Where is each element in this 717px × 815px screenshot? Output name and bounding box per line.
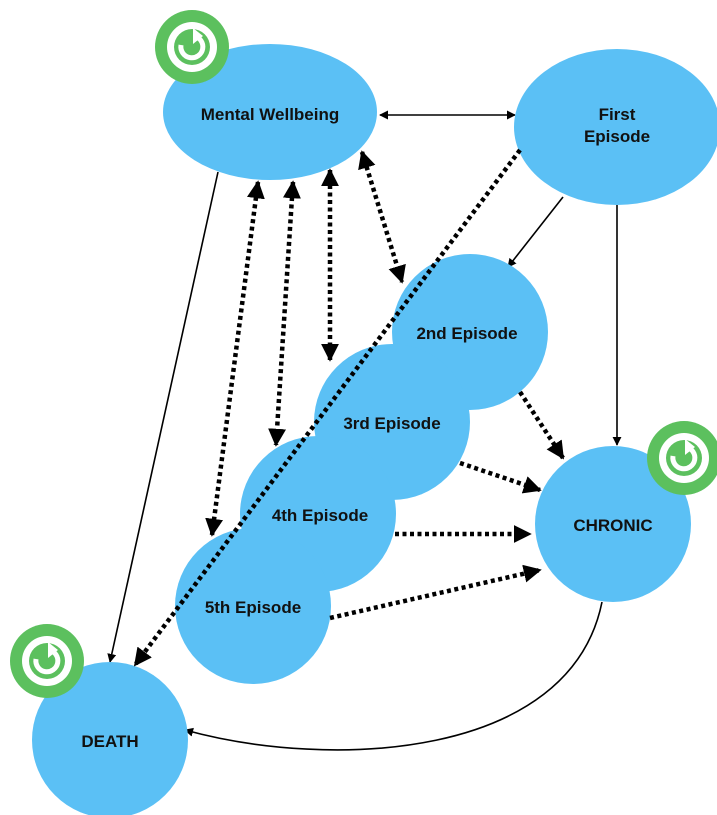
label-death: DEATH (81, 732, 138, 751)
arrow-3rdepisode-chronic (459, 460, 542, 494)
badge-mental-wellbeing (155, 10, 229, 84)
node-5th-episode (175, 528, 331, 684)
solid-arrows (107, 110, 622, 751)
badge-death (10, 624, 84, 698)
label-4th-episode: 4th Episode (272, 506, 368, 525)
arrow-wellbeing-2ndepisode (358, 150, 406, 284)
dotted-arrows-back (205, 150, 406, 537)
refresh-icon (10, 624, 84, 698)
arrow-wellbeing-4thepisode (268, 180, 301, 447)
dotted-arrows-front (133, 148, 565, 667)
badge-chronic (647, 421, 717, 495)
label-mental-wellbeing: Mental Wellbeing (201, 105, 340, 124)
node-chronic (535, 446, 691, 602)
arrow-5thepisode-chronic (329, 564, 542, 621)
node-labels: Mental Wellbeing First Episode 2nd Episo… (81, 105, 652, 751)
node-death (32, 662, 188, 815)
nodes (32, 44, 717, 815)
node-mental-wellbeing (163, 44, 377, 180)
refresh-icon (647, 421, 717, 495)
refresh-icon (155, 10, 229, 84)
arrow-firstepisode-2ndepisode (507, 196, 564, 268)
label-first-episode-line2: Episode (584, 127, 650, 146)
label-2nd-episode: 2nd Episode (416, 324, 517, 343)
label-5th-episode: 5th Episode (205, 598, 301, 617)
node-first-episode (514, 49, 717, 205)
label-chronic: CHRONIC (573, 516, 652, 535)
arrow-2ndepisode-chronic (518, 390, 565, 460)
arrow-wellbeing-death (107, 171, 219, 663)
label-3rd-episode: 3rd Episode (343, 414, 440, 433)
arrow-firstepisode-death (133, 148, 522, 667)
arrow-chronic-death (184, 601, 603, 751)
label-first-episode-line1: First (599, 105, 636, 124)
